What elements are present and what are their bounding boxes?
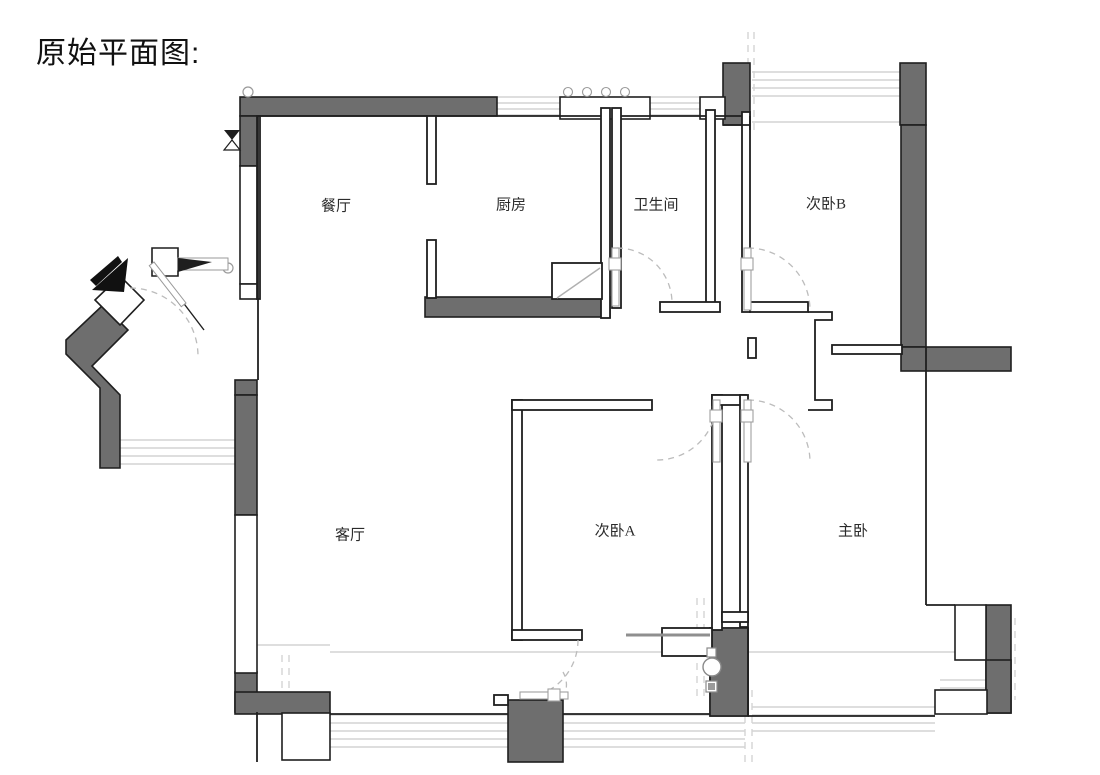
- kitchen-vent-marker: [619, 86, 631, 98]
- door-leaf-master: [740, 399, 754, 463]
- envelope-outlines: [256, 115, 955, 762]
- interior-walls: [256, 107, 903, 706]
- room-label-bedroom-a: 次卧A: [595, 522, 636, 539]
- room-label-living: 客厅: [335, 526, 365, 543]
- door-leaf-bathroom: [608, 247, 622, 307]
- room-label-bathroom: 卫生间: [633, 196, 678, 213]
- room-label-dining: 餐厅: [321, 197, 351, 214]
- pipe-circle-marker: [242, 86, 254, 98]
- small-square-fixture-inner: [708, 683, 715, 690]
- room-label-bedroom-b: 次卧B: [806, 195, 846, 212]
- structural-walls: [65, 62, 1012, 763]
- door-leaves: [148, 247, 754, 702]
- kitchen-vent-marker: [600, 86, 612, 98]
- window-and-white-walls: [93, 96, 988, 761]
- sink-circle-fixture: [702, 657, 722, 677]
- room-labels: 餐厅 厨房 卫生间 次卧B 客厅 次卧A 主卧: [321, 195, 868, 543]
- kitchen-vent-marker: [581, 86, 593, 98]
- door-leaf-living-bottom: [519, 688, 569, 702]
- room-label-kitchen: 厨房: [496, 196, 526, 213]
- room-label-master: 主卧: [838, 522, 868, 539]
- page-title: 原始平面图:: [36, 37, 201, 70]
- door-leaf-bedroom-a: [709, 399, 723, 463]
- elevation-marker: [222, 130, 242, 151]
- door-leaf-entry: [148, 261, 205, 331]
- floor-drain-square: [706, 647, 717, 658]
- door-leaf-kitchen-sliding: [556, 267, 601, 299]
- fixtures-and-markers: [90, 86, 722, 693]
- door-leaf-bedroom-b: [740, 247, 754, 311]
- entry-threshold-marker: [177, 257, 229, 272]
- north-arrow-icon: [90, 256, 128, 292]
- kitchen-vent-marker: [562, 86, 574, 98]
